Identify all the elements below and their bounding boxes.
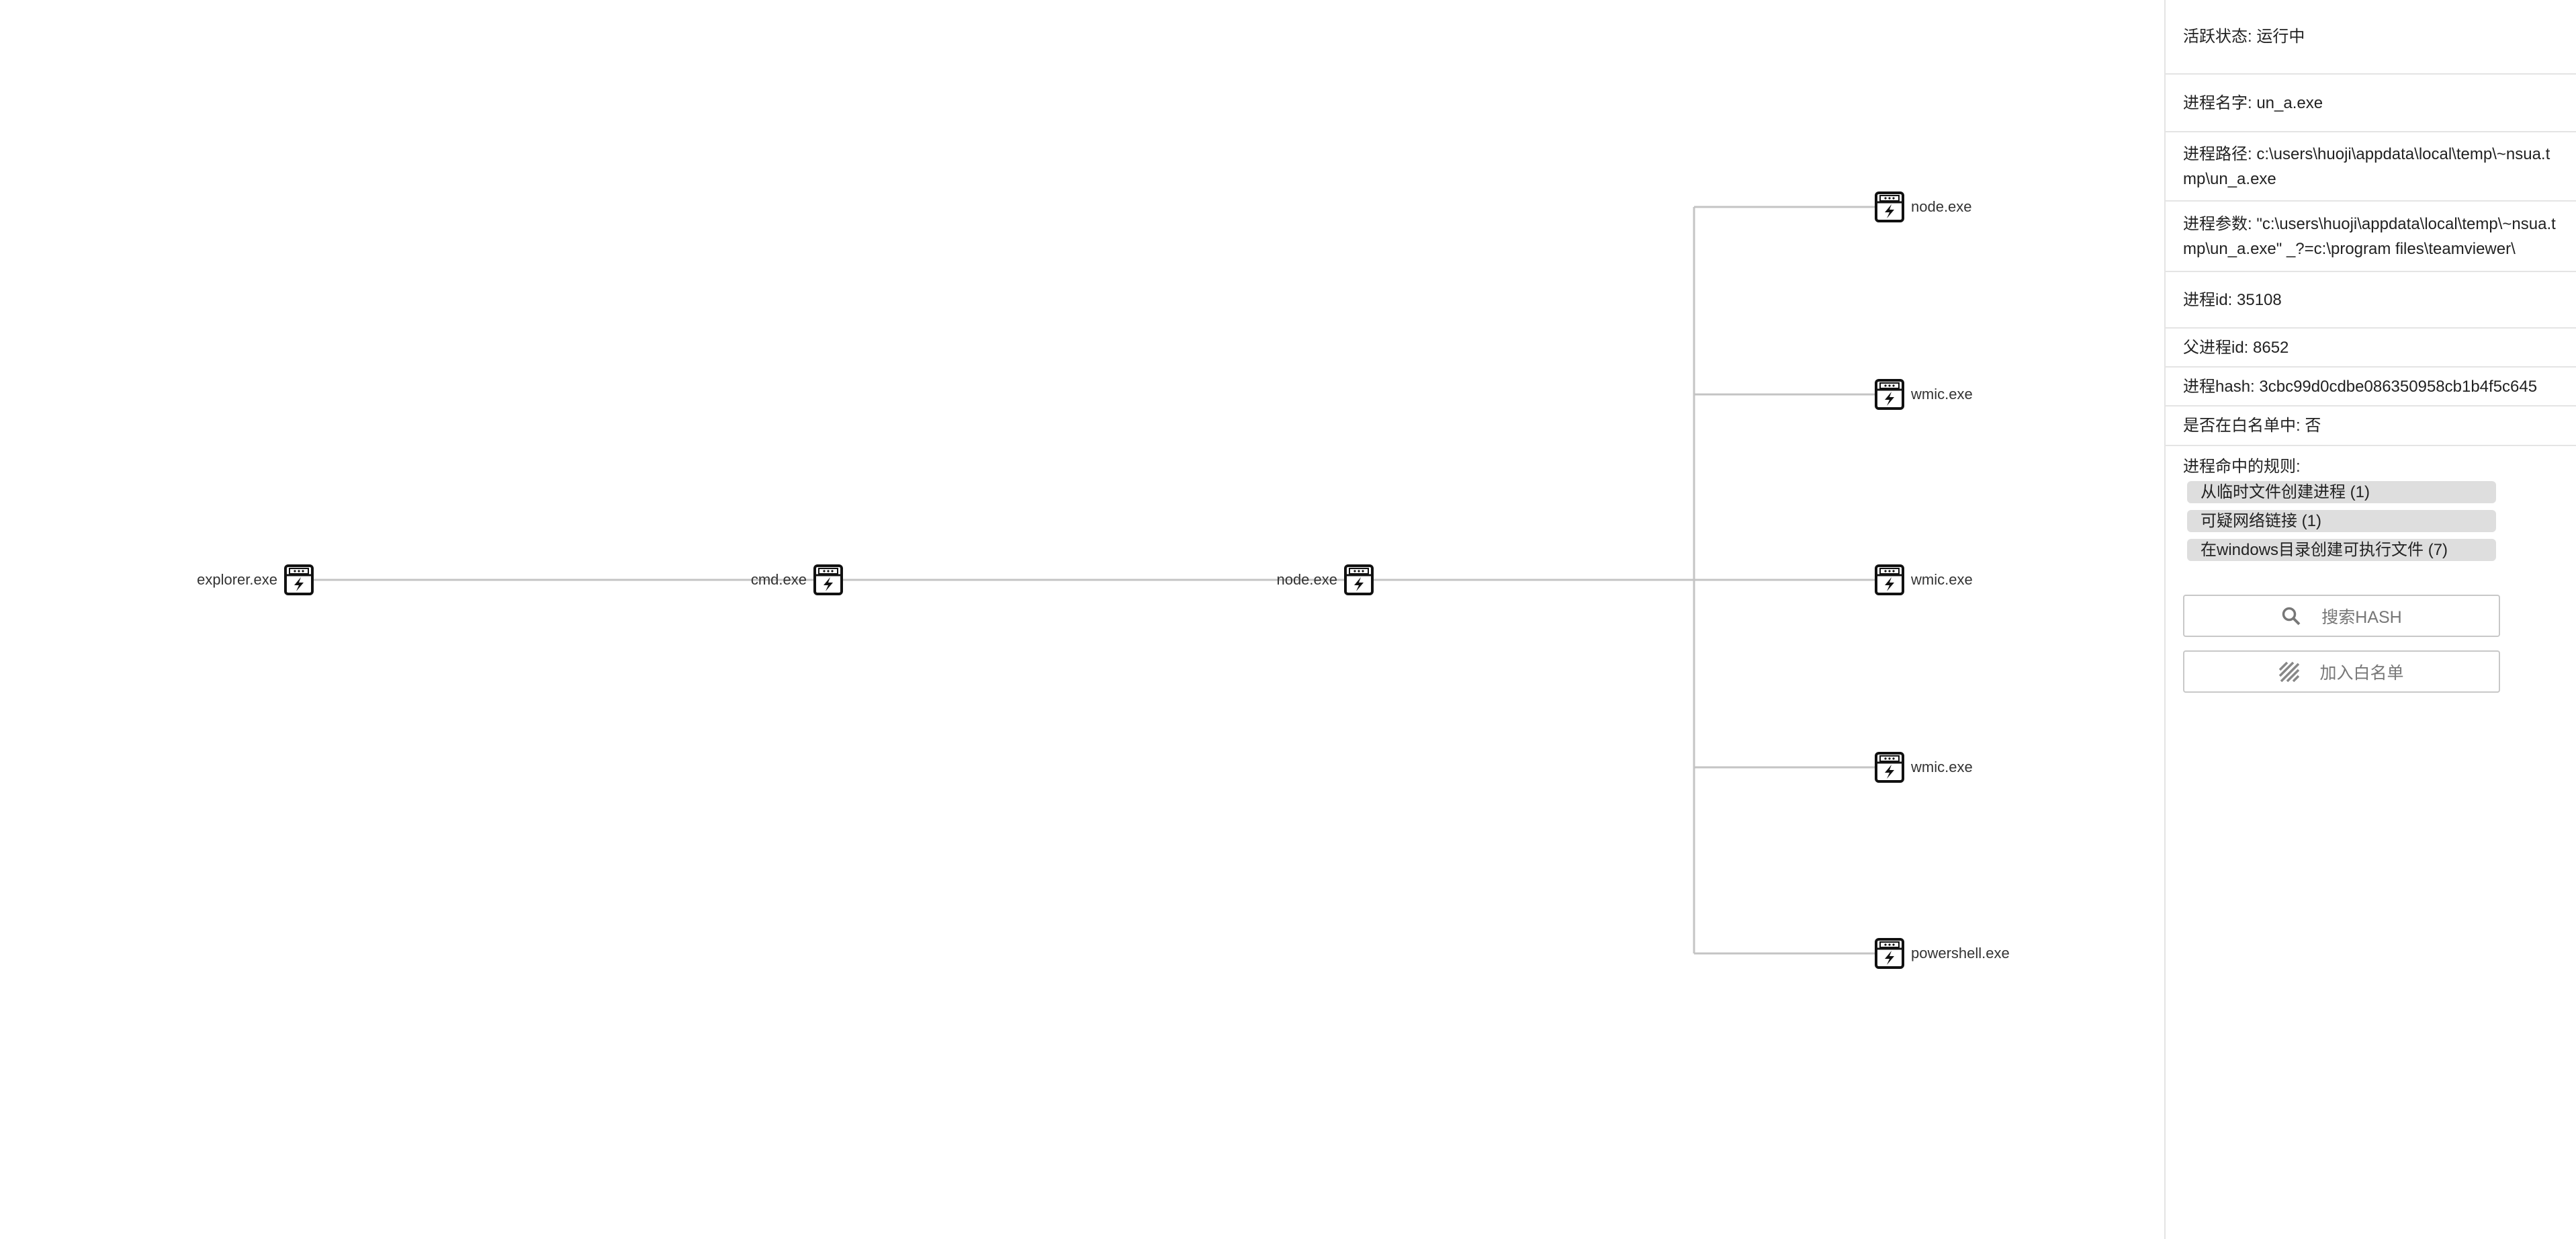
process-node-node[interactable]: node.exe <box>1256 564 1374 595</box>
process-label: wmic.exe <box>1911 759 1973 775</box>
process-node-child[interactable]: wmic.exe <box>1875 379 1973 410</box>
process-icon <box>284 564 314 595</box>
process-node-child[interactable]: wmic.exe <box>1875 564 1973 595</box>
rule-chip[interactable]: 在windows目录创建可执行文件 (7) <box>2187 539 2496 561</box>
process-icon <box>1875 191 1904 222</box>
whitelist-status-row: 是否在白名单中: 否 <box>2166 407 2576 446</box>
process-name-row: 进程名字: un_a.exe <box>2166 75 2576 132</box>
search-hash-label: 搜索HASH <box>2321 607 2402 627</box>
process-icon <box>813 564 843 595</box>
process-label: node.exe <box>1911 198 1972 215</box>
parent-id-row: 父进程id: 8652 <box>2166 329 2576 368</box>
status-row: 活跃状态: 运行中 <box>2166 0 2576 75</box>
process-icon <box>1344 564 1374 595</box>
process-icon <box>1875 752 1904 783</box>
process-id-row: 进程id: 35108 <box>2166 272 2576 329</box>
whitelist-stripes-icon <box>2279 661 2300 682</box>
process-node-cmd[interactable]: cmd.exe <box>725 564 843 595</box>
process-label: cmd.exe <box>750 571 807 588</box>
process-node-explorer[interactable]: explorer.exe <box>195 564 314 595</box>
search-icon <box>2282 607 2301 625</box>
process-label: node.exe <box>1276 571 1337 588</box>
search-hash-button[interactable]: 搜索HASH <box>2183 595 2500 637</box>
rule-chip[interactable]: 可疑网络链接 (1) <box>2187 510 2496 532</box>
rules-title: 进程命中的规则: <box>2183 458 2301 476</box>
process-node-child[interactable]: wmic.exe <box>1875 752 1973 783</box>
process-icon <box>1875 564 1904 595</box>
rule-chip[interactable]: 从临时文件创建进程 (1) <box>2187 481 2496 503</box>
process-label: wmic.exe <box>1911 386 1973 402</box>
process-args-row: 进程参数: "c:\users\huoji\appdata\local\temp… <box>2166 202 2576 272</box>
process-detail-panel: 活跃状态: 运行中 进程名字: un_a.exe 进程路径: c:\users\… <box>2164 0 2576 1239</box>
process-icon <box>1875 379 1904 410</box>
add-whitelist-label: 加入白名单 <box>2319 663 2404 683</box>
process-node-child[interactable]: node.exe <box>1875 191 1972 222</box>
process-label: explorer.exe <box>197 571 277 588</box>
process-icon <box>1875 938 1904 969</box>
add-whitelist-button[interactable]: 加入白名单 <box>2183 650 2500 693</box>
process-label: powershell.exe <box>1911 945 2010 962</box>
process-path-row: 进程路径: c:\users\huoji\appdata\local\temp\… <box>2166 132 2576 202</box>
process-node-child[interactable]: powershell.exe <box>1875 938 2010 969</box>
process-label: wmic.exe <box>1911 571 1973 588</box>
tree-edges <box>314 206 1875 955</box>
process-tree-canvas[interactable]: explorer.exe cmd.exe node.exe node.exe wm… <box>0 0 2164 1239</box>
process-hash-row: 进程hash: 3cbc99d0cdbe086350958cb1b4f5c645 <box>2166 368 2576 407</box>
